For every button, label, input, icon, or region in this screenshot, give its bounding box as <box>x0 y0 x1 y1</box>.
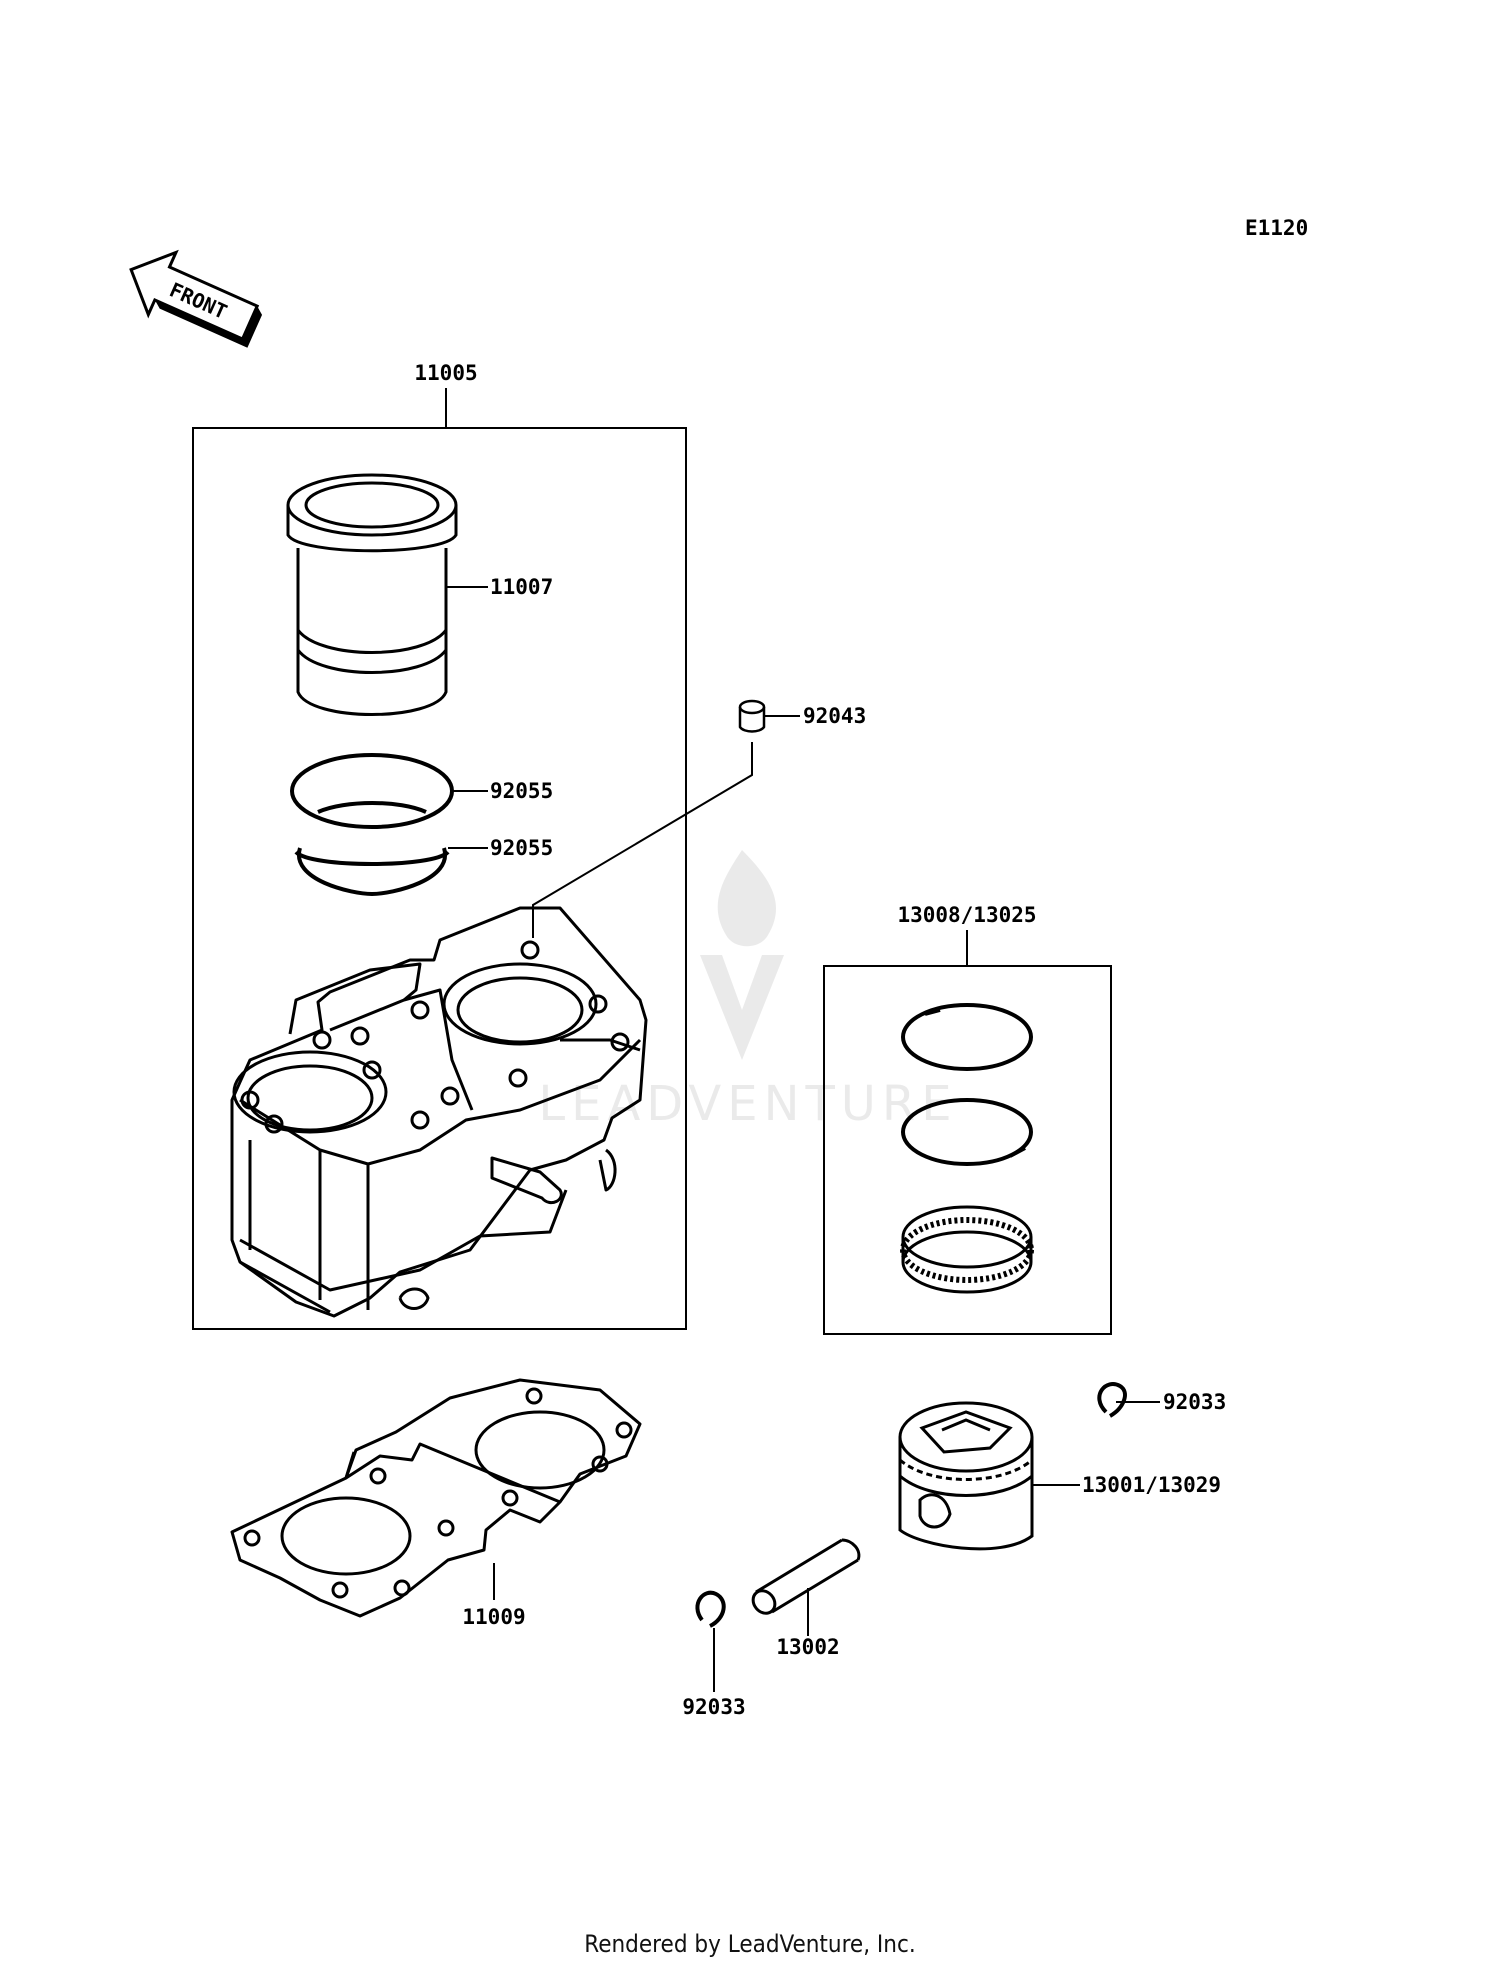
watermark-text: LEADVENTURE <box>538 1076 957 1132</box>
piston <box>898 1401 1034 1551</box>
circlip-right <box>1097 1382 1127 1418</box>
piston-ring-second <box>901 1098 1033 1166</box>
piston-pin <box>751 1538 861 1615</box>
label-piston: 13001/13029 <box>1082 1473 1221 1497</box>
cylinder-block <box>230 906 648 1318</box>
o-ring-lower <box>294 847 450 897</box>
label-cylinder-sleeve: 11007 <box>490 575 553 599</box>
cylinder-assy-box <box>192 427 687 1330</box>
ring-set-box <box>823 965 1112 1335</box>
label-piston-pin: 13002 <box>776 1635 839 1659</box>
circlip-left <box>695 1590 726 1628</box>
label-dowel-pin: 92043 <box>803 704 866 728</box>
label-circlip-left: 92033 <box>682 1695 745 1719</box>
label-o-ring-upper: 92055 <box>490 779 553 803</box>
cylinder-sleeve <box>286 473 458 716</box>
label-cylinder-assy: 11005 <box>414 361 477 385</box>
label-ring-set: 13008/13025 <box>897 903 1036 927</box>
piston-ring-top <box>901 1003 1033 1071</box>
dowel-pin <box>738 699 766 733</box>
front-arrow-icon: FRONT <box>129 249 263 348</box>
footer-credit: Rendered by LeadVenture, Inc. <box>584 1930 916 1958</box>
watermark-logo: LEADVENTURE <box>538 850 957 1132</box>
o-ring-upper <box>290 753 454 829</box>
label-base-gasket: 11009 <box>462 1605 525 1629</box>
label-circlip-right: 92033 <box>1163 1390 1226 1414</box>
piston-ring-oil <box>900 1205 1034 1294</box>
label-o-ring-lower: 92055 <box>490 836 553 860</box>
base-gasket <box>230 1378 642 1618</box>
diagram-code: E1120 <box>1245 216 1308 240</box>
